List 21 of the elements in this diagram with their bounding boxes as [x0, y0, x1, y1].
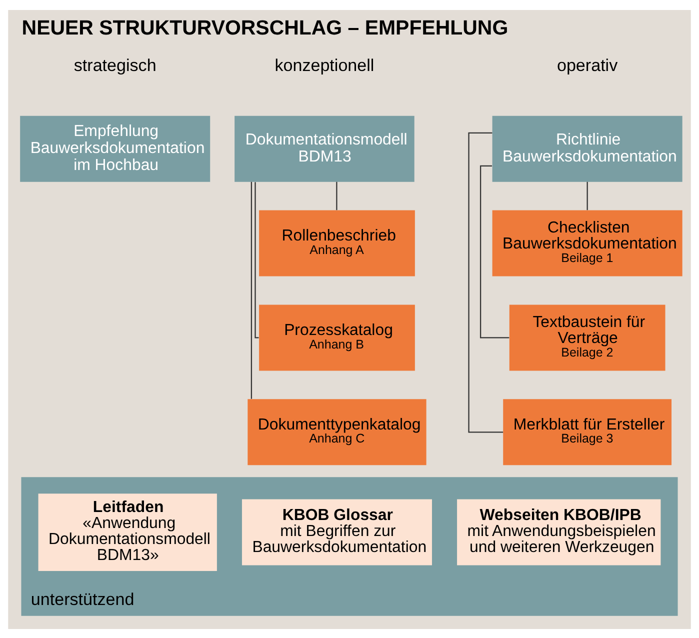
node-box: Webseiten KBOB/IPB mit Anwendungsbeispielen und weiteren Werkzeugen: [457, 498, 661, 565]
connector: [250, 181, 252, 398]
node-box: Dokumentationsmodell BDM13: [234, 115, 414, 182]
connector: [336, 181, 338, 210]
node-box: Textbaustein für Verträge Beilage 2: [509, 304, 666, 370]
node-box: KBOB Glossar mit Begriffen zur Bauwerksdokumentation: [242, 498, 432, 565]
connector: [254, 182, 259, 338]
diagram-title: NEUER STRUKTURVORSCHLAG – EMPFEHLUNG: [22, 16, 508, 39]
connector: [586, 181, 588, 210]
label: konzeptionell: [274, 55, 374, 74]
node-box: Checklisten Bauwerksdokumentation Beilage 1: [492, 210, 682, 276]
node-box: Dokumenttypenkatalog Anhang C: [248, 398, 426, 465]
label: strategisch: [74, 55, 156, 74]
node-box: Richtlinie Bauwerksdokumentation: [492, 115, 682, 182]
node-box: Rollenbeschrieb Anhang A: [259, 210, 415, 276]
connector: [468, 132, 504, 432]
node-box: Empfehlung Bauwerksdokumentation im Hochbau: [20, 115, 210, 182]
label: operativ: [556, 55, 618, 74]
node-box: Merkblatt für Ersteller Beilage 3: [503, 398, 672, 465]
node-box: Prozesskatalog Anhang B: [259, 304, 415, 370]
node-box: Leitfaden «Anwendung Dokumentationsmodell BDM13»: [38, 493, 217, 570]
